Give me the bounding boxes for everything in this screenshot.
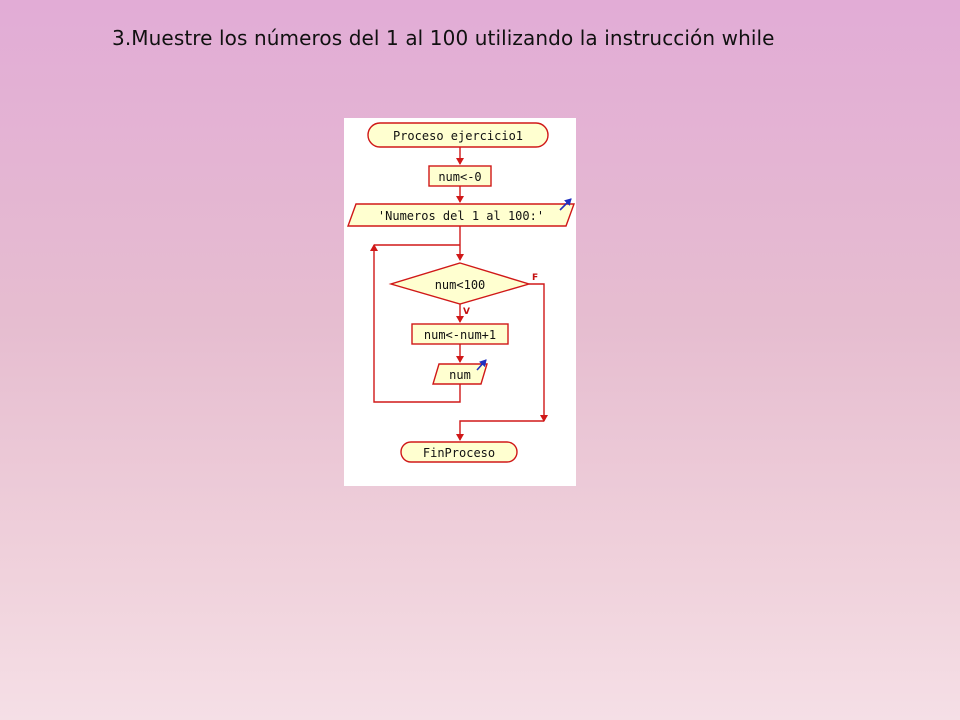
loop-back-connector xyxy=(370,244,461,403)
increment-node: num<-num+1 xyxy=(411,323,509,345)
condition-node: num<100 xyxy=(388,262,532,305)
start-keyword: Proceso xyxy=(393,129,451,143)
output-header-node: 'Numeros del 1 al 100:' xyxy=(347,198,575,227)
output-num-node: num xyxy=(432,359,488,385)
svg-text:Proceso ejercicio1: Proceso ejercicio1 xyxy=(393,129,523,143)
slide-title: 3.Muestre los números del 1 al 100 utili… xyxy=(112,26,775,50)
output-arrow-icon xyxy=(559,198,572,211)
init-text: num<-0 xyxy=(438,170,481,184)
false-label: F xyxy=(532,273,538,283)
increment-text: num<-num+1 xyxy=(424,328,496,342)
process-name: ejercicio1 xyxy=(451,129,523,143)
condition-text: num<100 xyxy=(435,278,486,292)
output-num-text: num xyxy=(449,368,471,382)
connector-merge-end xyxy=(456,420,544,441)
output-arrow-icon xyxy=(476,359,487,371)
false-branch-connector xyxy=(529,283,548,422)
start-node: Proceso ejercicio1 xyxy=(367,122,549,148)
flowchart: Proceso ejercicio1 num<-0 'Numeros del 1… xyxy=(347,122,575,463)
init-node: num<-0 xyxy=(428,165,492,187)
flowchart-panel: Proceso ejercicio1 num<-0 'Numeros del 1… xyxy=(344,118,576,486)
end-node: FinProceso xyxy=(400,441,518,463)
end-text: FinProceso xyxy=(423,446,495,460)
output-header-text: 'Numeros del 1 al 100:' xyxy=(378,209,544,223)
true-label: V xyxy=(463,307,470,317)
